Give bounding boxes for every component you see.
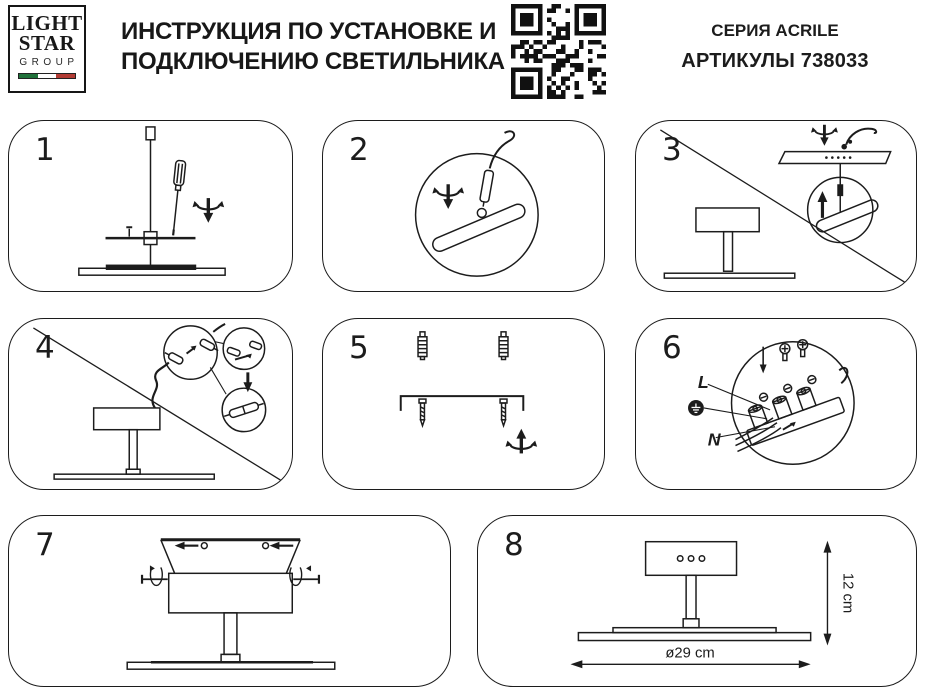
logo-line3: GROUP	[19, 57, 79, 69]
title-line2: ПОДКЛЮЧЕНИЮ СВЕТИЛЬНИКА	[121, 48, 505, 75]
logo-line1: LIGHT	[11, 11, 83, 35]
cable-icon	[845, 127, 878, 146]
title-line1: ИНСТРУКЦИЯ ПО УСТАНОВКЕ И	[121, 18, 497, 45]
series-block: СЕРИЯ ACRILE АРТИКУЛЫ 738033	[630, 21, 920, 73]
cable-icon	[151, 361, 170, 409]
loose-screw-icon	[797, 339, 809, 358]
step-number: 2	[349, 132, 369, 168]
step-1-panel: 1	[8, 120, 293, 292]
step-number: 7	[35, 527, 55, 563]
article-number: АРТИКУЛЫ 738033	[681, 50, 869, 72]
down-arrow-icon	[243, 372, 253, 393]
step-number: 5	[349, 330, 369, 366]
connector-icon	[479, 169, 495, 207]
step-7-panel: 7	[8, 515, 451, 687]
step-5-panel: 5	[322, 318, 605, 490]
divider-diagonal	[660, 129, 905, 283]
wall-dowel-icon	[417, 331, 428, 361]
lightstar-logo: LIGHT STAR GROUP	[8, 5, 86, 93]
step-7-illustration	[126, 538, 336, 670]
earth-symbol	[688, 400, 704, 416]
height-dimension-label: 12 cm	[839, 573, 855, 613]
detail-circle	[730, 340, 855, 466]
detail-circle	[163, 325, 218, 381]
flag-red	[56, 74, 76, 79]
screw-icon	[418, 398, 427, 429]
step-2-panel: 2	[322, 120, 605, 292]
detail-circle	[414, 152, 539, 277]
terminal-block-icon	[746, 374, 845, 446]
height-dimension	[823, 540, 832, 646]
flag-white	[37, 74, 57, 79]
wire-icon	[735, 417, 774, 441]
step-1-illustration	[78, 126, 226, 276]
divider-diagonal	[33, 327, 281, 481]
screwdriver-icon	[172, 159, 187, 236]
step-6-illustration: L N	[688, 339, 855, 466]
socket-connector-icon	[199, 338, 219, 352]
lamp-canopy-icon	[92, 407, 161, 431]
lamp-canopy-icon	[167, 572, 294, 614]
detail-circle	[221, 387, 267, 433]
down-arrow-icon	[759, 346, 767, 374]
mounting-bar-icon	[399, 395, 525, 411]
step-number: 3	[662, 132, 682, 168]
step-number: 1	[35, 132, 55, 168]
detail-circle	[806, 176, 874, 244]
diameter-dimension-label: ø29 cm	[665, 645, 714, 661]
neutral-wire-label: N	[708, 430, 722, 450]
ceiling-bracket-icon	[777, 150, 892, 165]
keyhole-icon	[200, 541, 209, 550]
side-screw-icon	[289, 565, 321, 587]
step-number: 6	[662, 330, 682, 366]
diameter-dimension	[570, 660, 811, 669]
step-4-illustration	[33, 323, 281, 481]
step-3-illustration	[660, 124, 905, 283]
wall-dowel-icon	[498, 331, 509, 361]
lamp-disc-icon	[577, 631, 812, 642]
rotate-arrow-icon	[192, 198, 225, 223]
lamp-canopy-icon	[695, 207, 760, 233]
up-arrow-icon	[817, 191, 828, 218]
page-title: ИНСТРУКЦИЯ ПО УСТАНОВКЕ И ПОДКЛЮЧЕНИЮ СВ…	[121, 17, 505, 77]
cable-connector-icon	[145, 126, 156, 141]
series-name: СЕРИЯ ACRILE	[711, 21, 839, 40]
flag-green	[19, 74, 38, 79]
bracket-icon	[432, 203, 526, 253]
bracket-icon	[815, 199, 879, 233]
qr-code	[511, 4, 606, 99]
side-screw-icon	[140, 565, 168, 587]
cable-icon	[488, 130, 516, 169]
logo-line2: STAR	[18, 30, 76, 55]
step-3-panel: 3	[635, 120, 917, 292]
live-wire-label: L	[698, 372, 709, 392]
step-8-illustration: 12 cm ø29 cm	[570, 540, 855, 669]
keyhole-icon	[261, 541, 270, 550]
detail-circle	[222, 327, 266, 371]
step-6-panel: L N 6	[635, 318, 917, 490]
rotate-up-arrow-icon	[505, 428, 538, 454]
lamp-canopy-icon	[644, 540, 738, 577]
qr-code-svg	[511, 4, 606, 99]
joined-connector-icon	[223, 401, 264, 419]
loose-screw-icon	[779, 342, 791, 362]
italian-flag-bar	[18, 73, 76, 80]
step-8-panel: 12 cm ø29 cm 8	[477, 515, 917, 687]
step-number: 4	[35, 330, 55, 366]
screw-icon	[499, 398, 508, 429]
step-5-illustration	[399, 331, 538, 454]
step-2-illustration	[414, 130, 539, 277]
step-4-panel: 4	[8, 318, 293, 490]
plug-connector-icon	[164, 351, 184, 365]
rotate-arrow-icon	[810, 124, 838, 146]
step-number: 8	[504, 527, 524, 563]
rotate-arrow-icon	[432, 184, 464, 209]
